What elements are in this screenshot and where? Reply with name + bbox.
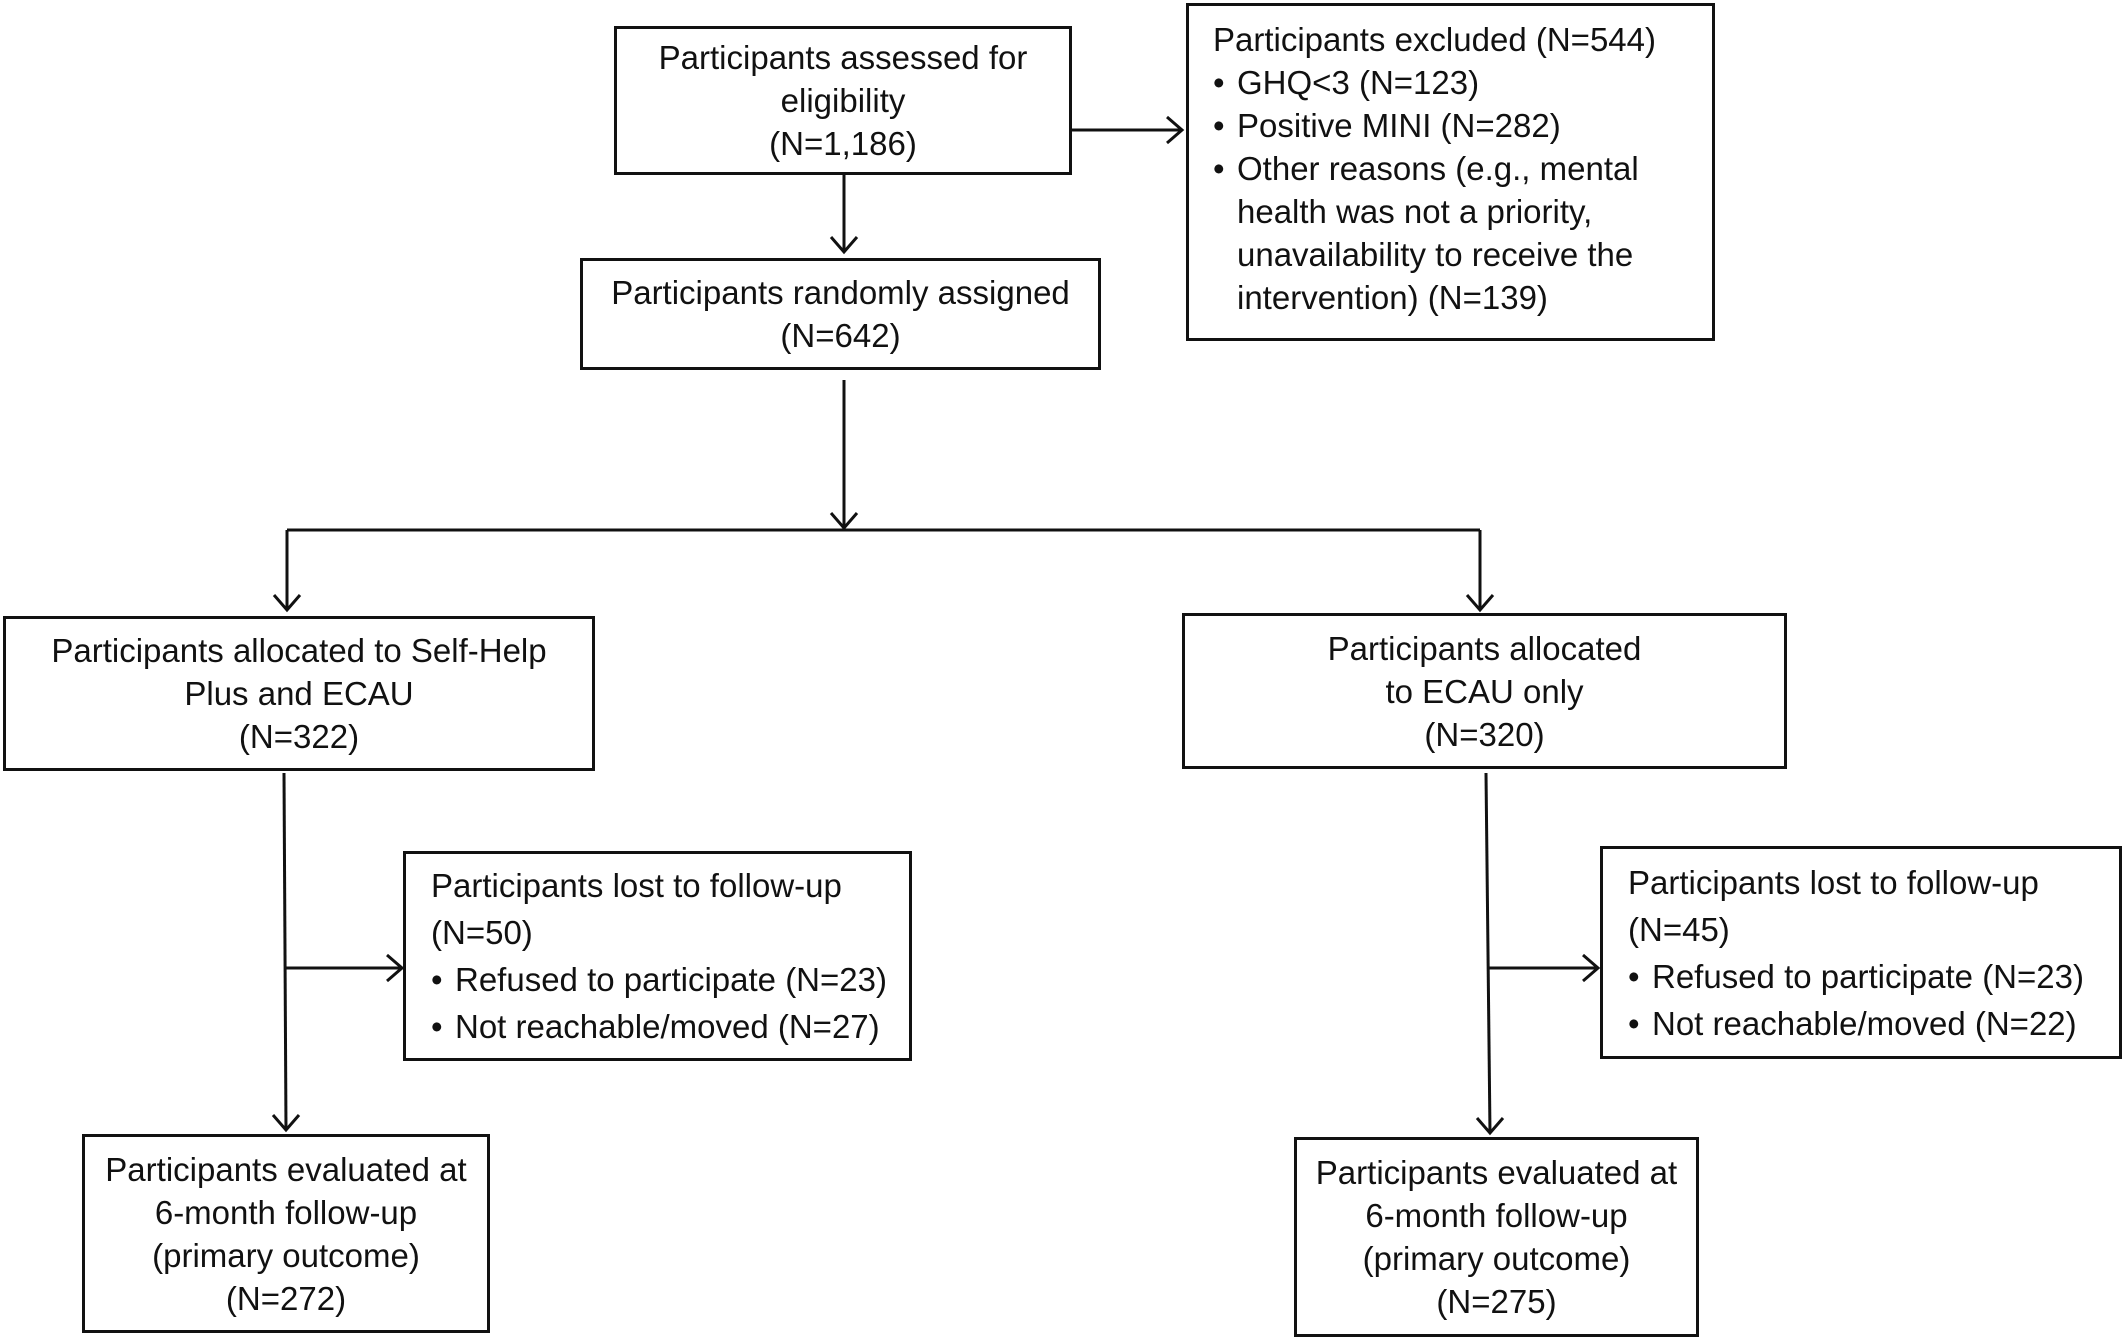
excluded-title: Participants excluded (N=544)	[1213, 21, 1656, 58]
excluded-item-other: Other reasons (e.g., mental health was n…	[1213, 147, 1692, 319]
lost-ecau-title: Participants lost to follow-up	[1628, 864, 2039, 901]
eval-ecau-line-1: Participants evaluated at	[1315, 1154, 1678, 1191]
assessed-line-2: eligibility	[780, 82, 906, 119]
excluded-item-mini-text: Positive MINI (N=282)	[1237, 107, 1561, 144]
randomized-box: Participants randomly assigned (N=642)	[580, 258, 1101, 370]
eval-shp-line-2: 6-month follow-up	[154, 1193, 418, 1231]
excluded-item-other-line-3: unavailability to receive the	[1237, 236, 1634, 273]
excluded-item-other-line-4: intervention) (N=139)	[1237, 279, 1548, 316]
eval-ecau-box: Participants evaluated at 6-month follow…	[1294, 1137, 1699, 1337]
eval-shp-line-1: Participants evaluated at	[105, 1150, 467, 1188]
assessed-line-1: Participants assessed for	[658, 39, 1028, 76]
lost-ecau-box: Participants lost to follow-up (N=45) Re…	[1600, 846, 2122, 1059]
assessed-box: Participants assessed for eligibility (N…	[614, 26, 1072, 175]
lost-ecau-item-refused-text: Refused to participate (N=23)	[1652, 958, 2084, 995]
eval-shp-line-3: (primary outcome)	[152, 1236, 420, 1274]
eval-shp-count: (N=272)	[225, 1279, 347, 1317]
lost-shp-item-refused-text: Refused to participate (N=23)	[455, 961, 887, 998]
lost-shp-item-unreachable: Not reachable/moved (N=27)	[431, 1005, 899, 1048]
arm-shp-line-2: Plus and ECAU	[184, 675, 414, 712]
eval-ecau-line-3: (primary outcome)	[1362, 1240, 1631, 1277]
excluded-item-ghq-text: GHQ<3 (N=123)	[1237, 64, 1480, 101]
excluded-item-ghq: GHQ<3 (N=123)	[1213, 61, 1692, 104]
lost-shp-item-refused: Refused to participate (N=23)	[431, 958, 899, 1001]
excluded-box: Participants excluded (N=544) GHQ<3 (N=1…	[1186, 3, 1715, 341]
eval-ecau-count: (N=275)	[1436, 1283, 1557, 1320]
lost-shp-count: (N=50)	[431, 914, 533, 951]
arm-shp-box: Participants allocated to Self-Help Plus…	[3, 616, 595, 771]
assessed-count: (N=1,186)	[769, 125, 917, 162]
lost-shp-box: Participants lost to follow-up (N=50) Re…	[403, 851, 912, 1061]
lost-shp-title: Participants lost to follow-up	[431, 867, 842, 904]
arm-shp-count: (N=322)	[238, 718, 360, 755]
lost-shp-item-unreachable-text: Not reachable/moved (N=27)	[455, 1008, 880, 1045]
arm-ecau-box: Participants allocated to ECAU only (N=3…	[1182, 613, 1787, 769]
lost-ecau-item-unreachable: Not reachable/moved (N=22)	[1628, 1002, 2109, 1045]
lost-ecau-count: (N=45)	[1628, 911, 1730, 948]
lost-ecau-item-unreachable-text: Not reachable/moved (N=22)	[1652, 1005, 2077, 1042]
arm-ecau-line-2: to ECAU only	[1385, 672, 1584, 710]
excluded-item-other-line-1: Other reasons (e.g., mental	[1237, 150, 1639, 187]
randomized-label: Participants randomly assigned	[611, 274, 1070, 311]
arm-ecau-count: (N=320)	[1424, 715, 1545, 753]
eval-ecau-line-2: 6-month follow-up	[1365, 1197, 1628, 1234]
lost-ecau-item-refused: Refused to participate (N=23)	[1628, 955, 2109, 998]
excluded-item-other-line-2: health was not a priority,	[1237, 193, 1593, 230]
arm-shp-line-1: Participants allocated to Self-Help	[51, 632, 547, 669]
eval-shp-box: Participants evaluated at 6-month follow…	[82, 1134, 490, 1333]
randomized-count: (N=642)	[780, 317, 901, 354]
excluded-item-mini: Positive MINI (N=282)	[1213, 104, 1692, 147]
arm-ecau-line-1: Participants allocated	[1327, 629, 1642, 667]
